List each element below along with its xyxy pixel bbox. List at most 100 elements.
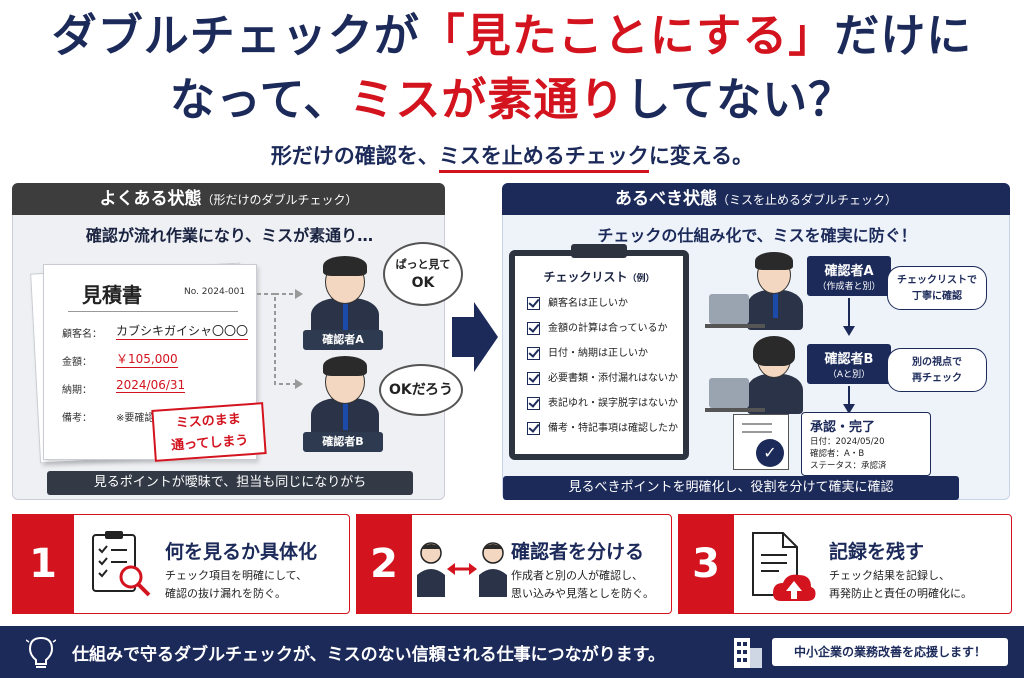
card-desc-line: 思い込みや見落としを防ぐ。: [511, 587, 654, 600]
person-a-icon: [305, 250, 385, 340]
checklist-item: 顧客名は正しいか: [527, 294, 628, 310]
card-desc-line: 再発防止と責任の明確化に。: [829, 587, 972, 600]
card-desc-line: チェック項目を明確にして、: [165, 569, 308, 582]
left-panel-header: よくある状態（形だけのダブルチェック）: [12, 183, 445, 215]
checkbox-checked-icon: [527, 346, 540, 360]
subtitle: 形だけの確認を、ミスを止めるチェックに変える。: [0, 140, 1024, 173]
person-b-laptop-icon: [705, 334, 805, 414]
dashed-arrows-icon: [257, 289, 303, 389]
building-icon: [734, 638, 762, 668]
left-panel-lead: 確認が流れ作業になり、ミスが素通り…: [85, 226, 374, 245]
right-panel: あるべき状態（ミスを止めるダブルチェック） チェックの仕組み化で、ミスを確実に防…: [502, 183, 1010, 500]
checklist-item-text: 表記ゆれ・誤字脱字はないか: [548, 398, 678, 409]
card-number: 1: [12, 514, 74, 614]
note-text: 再チェック: [912, 373, 962, 384]
approved-document-icon: ✓: [733, 414, 789, 470]
card-desc-line: 確認の抜け漏れを防ぐ。: [165, 587, 286, 600]
title-text: だけに: [834, 9, 973, 62]
title-text: してない？: [625, 73, 855, 126]
card-desc-line: チェック結果を記録し、: [829, 569, 950, 582]
field-value-note: ※要確認: [116, 413, 155, 424]
footer-message: 仕組みで守るダブルチェックが、ミスのない信頼される仕事につながります。: [72, 645, 665, 665]
checklist-item: 金額の計算は合っているか: [527, 319, 668, 335]
title-text: なって、: [169, 73, 350, 126]
checker-a-box: 確認者A（作成者と別）: [807, 256, 891, 296]
right-panel-footer: 見るべきポイントを明確化し、役割を分けて確実に確認: [503, 476, 959, 500]
checker-b-note: 別の視点で再チェック: [887, 348, 987, 392]
approval-card: 承認・完了 日付：2024/05/20 確認者：A・B ステータス：承認済: [801, 412, 931, 476]
right-panel-lead: チェックの仕組み化で、ミスを確実に防ぐ！: [597, 226, 917, 245]
subtitle-highlight: ミスを止めるチェック: [438, 144, 649, 173]
bubble-text: ぱっと見て: [395, 258, 451, 271]
error-stamp: ミスのまま 通ってしまう: [151, 402, 267, 462]
field-value-amount: ￥105,000: [116, 352, 178, 368]
checkbox-checked-icon: [527, 371, 540, 385]
checkbox-checked-icon: [527, 421, 540, 435]
checklist-item: 備考・特記事項は確認したか: [527, 419, 678, 435]
checklist-clipboard: チェックリスト（例） 顧客名は正しいか 金額の計算は合っているか 日付・納期は正…: [509, 244, 689, 460]
title-text: ダブルチェックが: [51, 9, 420, 62]
card-title: 記録を残す: [829, 541, 925, 563]
checklist-item: 表記ゆれ・誤字脱字はないか: [527, 394, 678, 410]
right-panel-header-sub: （ミスを止めるダブルチェック）: [716, 193, 897, 207]
checker-b-label: 確認者B: [303, 432, 383, 452]
bubble-text: OK: [411, 275, 435, 291]
card-title: 確認者を分ける: [511, 541, 645, 563]
card-desc: 作成者と別の人が確認し、思い込みや見落としを防ぐ。: [511, 567, 654, 603]
checklist-item: 必要書類・添付漏れはないか: [527, 369, 678, 385]
card-desc: チェック項目を明確にして、確認の抜け漏れを防ぐ。: [165, 567, 307, 603]
thought-bubble-a: ぱっと見て OK: [383, 242, 463, 306]
field-value-deadline: 2024/06/31: [116, 378, 186, 393]
checklist-title-sub: （例）: [627, 274, 655, 284]
title-line-1: ダブルチェックが「見たことにする」だけに: [0, 8, 1024, 64]
down-arrow-icon: [843, 298, 855, 336]
field-label: 顧客名：: [62, 329, 102, 340]
checklist-item-text: 顧客名は正しいか: [548, 298, 628, 309]
approval-status: ステータス：承認済: [810, 461, 887, 471]
footer-bar: 仕組みで守るダブルチェックが、ミスのない信頼される仕事につながります。 中小企業…: [0, 626, 1024, 678]
note-text: チェックリストで: [897, 275, 977, 286]
transition-arrow-icon: [452, 302, 498, 372]
checklist-item-text: 金額の計算は合っているか: [548, 323, 668, 334]
field-label: 納期：: [62, 385, 92, 396]
tip-card-2: 2 確認者を分ける 作成者と別の人が確認し、思い込みや見落としを防ぐ。: [356, 514, 672, 614]
thought-bubble-b: OKだろう: [379, 364, 463, 416]
subtitle-text: に変える。: [648, 144, 754, 168]
checklist-title: チェックリスト: [543, 270, 628, 284]
estimate-document: 見積書 No. 2024-001 顧客名： カブシキガイシャ〇〇〇 金額： ￥1…: [43, 264, 257, 460]
tip-card-3: 3 記録を残す チェック結果を記録し、再発防止と責任の明確化に。: [678, 514, 1012, 614]
person-a-laptop-icon: [705, 250, 805, 330]
card-number: 2: [356, 514, 412, 614]
lightbulb-icon: [26, 636, 56, 668]
note-text: 丁寧に確認: [912, 291, 962, 302]
divider: [68, 311, 238, 312]
checkbox-checked-icon: [527, 296, 540, 310]
footer-badge: 中小企業の業務改善を応援します！: [772, 638, 1008, 666]
document-upload-icon: [752, 532, 816, 601]
left-panel-footer: 見るポイントが曖昧で、担当も同じになりがち: [47, 471, 413, 495]
clipboard-clip-icon: [571, 244, 627, 258]
left-panel-header-text: よくある状態: [99, 189, 202, 209]
checker-b-title: 確認者B: [824, 352, 874, 367]
checker-a-title: 確認者A: [824, 264, 874, 279]
checklist-item-text: 必要書類・添付漏れはないか: [548, 373, 678, 384]
checker-a-label: 確認者A: [303, 330, 383, 350]
card-title: 何を見るか具体化: [165, 541, 318, 563]
card-desc-line: 作成者と別の人が確認し、: [511, 569, 643, 582]
subtitle-text: 形だけの確認を、: [270, 144, 439, 168]
checklist-item: 日付・納期は正しいか: [527, 344, 648, 360]
right-panel-header: あるべき状態（ミスを止めるダブルチェック）: [502, 183, 1010, 215]
checkbox-checked-icon: [527, 396, 540, 410]
two-people-icon: [417, 542, 507, 597]
left-panel: よくある状態（形だけのダブルチェック） 確認が流れ作業になり、ミスが素通り… 見…: [12, 183, 463, 500]
tip-card-1: 1 何を見るか具体化 チェック項目を明確にして、確認の抜け漏れを防ぐ。: [12, 514, 350, 614]
approval-title: 承認・完了: [810, 420, 876, 435]
checker-b-box: 確認者B（Aと別）: [807, 344, 891, 384]
document-number: No. 2024-001: [184, 287, 246, 297]
card-desc: チェック結果を記録し、再発防止と責任の明確化に。: [829, 567, 972, 603]
note-text: 別の視点で: [912, 357, 962, 368]
checkbox-checked-icon: [527, 321, 540, 335]
approval-checkers: 確認者：A・B: [810, 449, 865, 459]
document-title: 見積書: [82, 283, 142, 307]
checklist-item-text: 日付・納期は正しいか: [548, 348, 648, 359]
